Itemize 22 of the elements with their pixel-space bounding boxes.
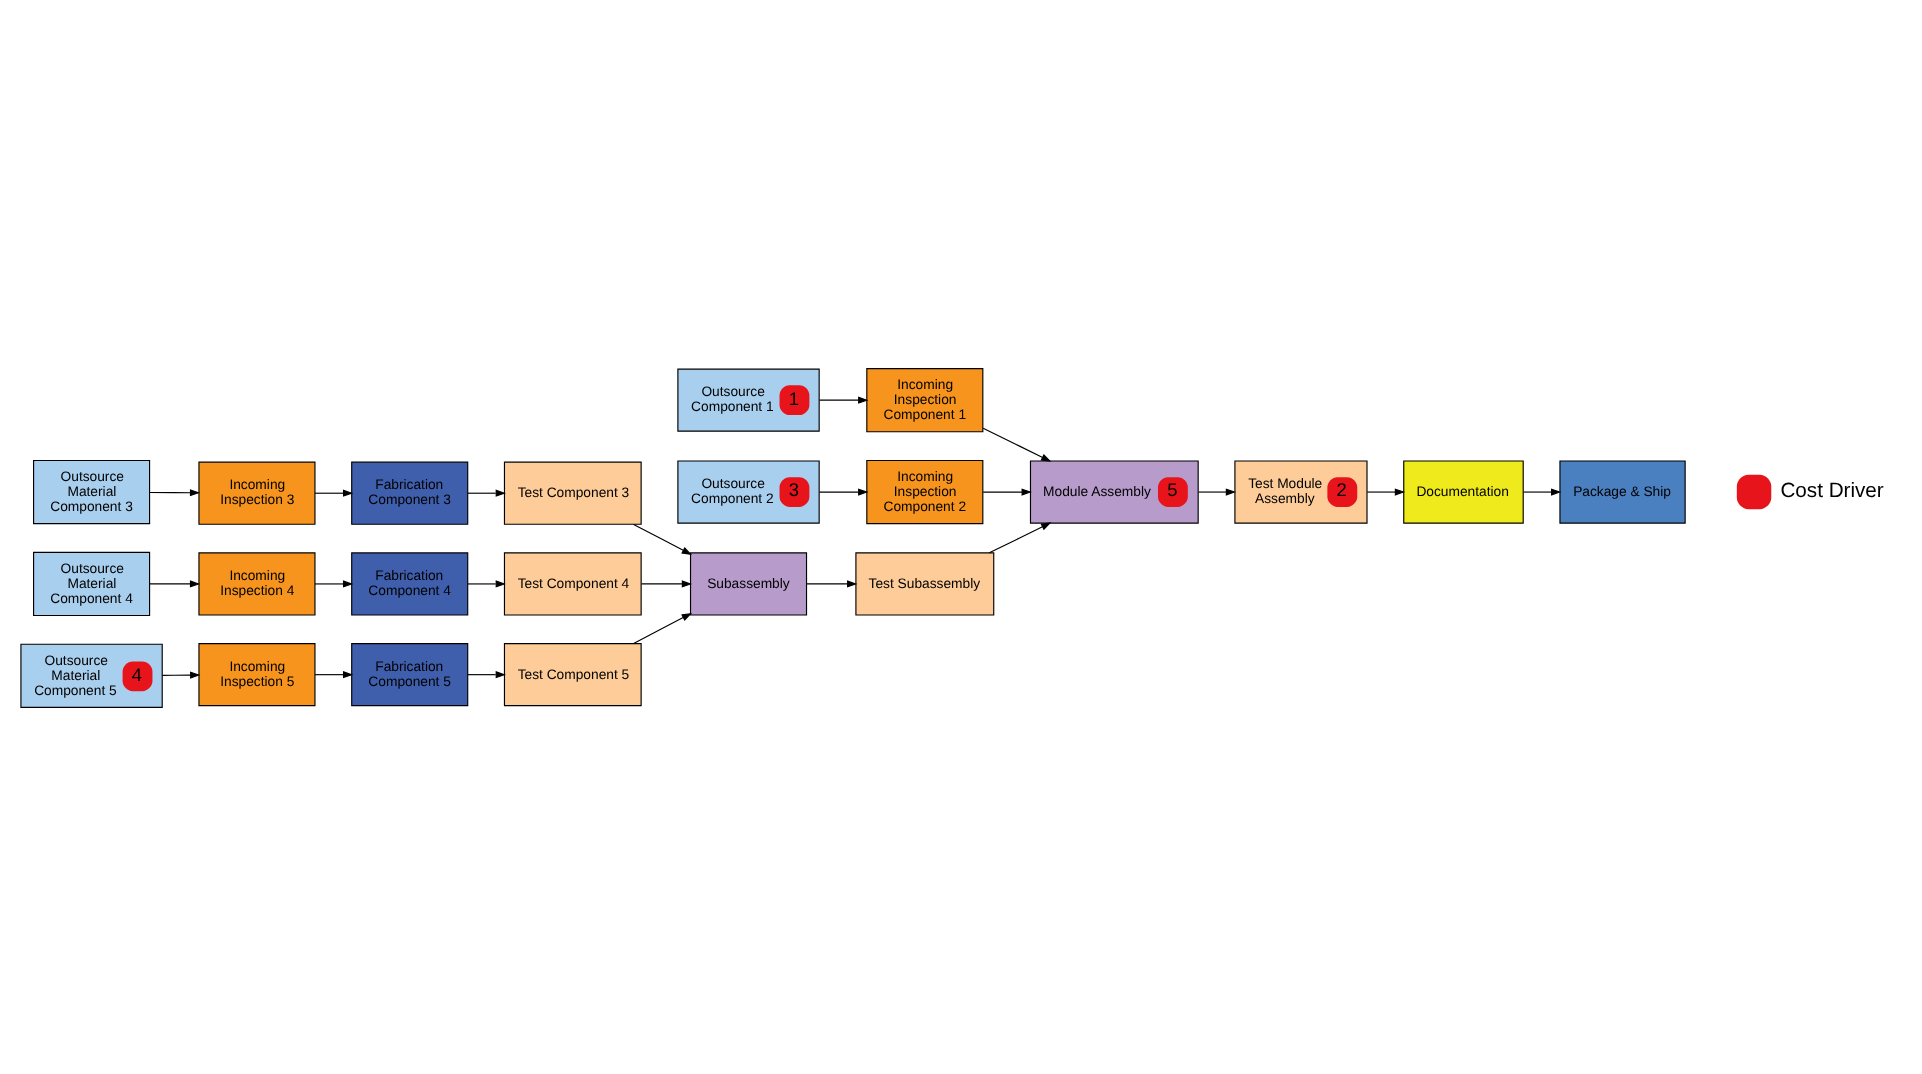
arrow — [1197, 487, 1237, 495]
arrow — [633, 522, 693, 554]
arrow — [633, 611, 693, 644]
arrow — [161, 670, 201, 678]
arrow — [982, 426, 1052, 461]
arrow — [149, 488, 201, 496]
arrow — [467, 579, 506, 587]
legend-label: Cost Driver — [1780, 480, 1884, 503]
arrow — [1366, 487, 1406, 495]
arrow — [467, 488, 506, 496]
arrow — [314, 670, 354, 678]
arrow — [640, 579, 693, 587]
arrow — [149, 579, 201, 587]
arrow — [1522, 487, 1562, 495]
arrow — [314, 488, 354, 496]
arrow — [818, 395, 869, 403]
arrow — [467, 670, 506, 678]
arrow — [818, 487, 869, 495]
arrow — [982, 487, 1032, 495]
arrow — [806, 579, 858, 587]
arrow — [314, 579, 354, 587]
arrow — [988, 521, 1052, 553]
